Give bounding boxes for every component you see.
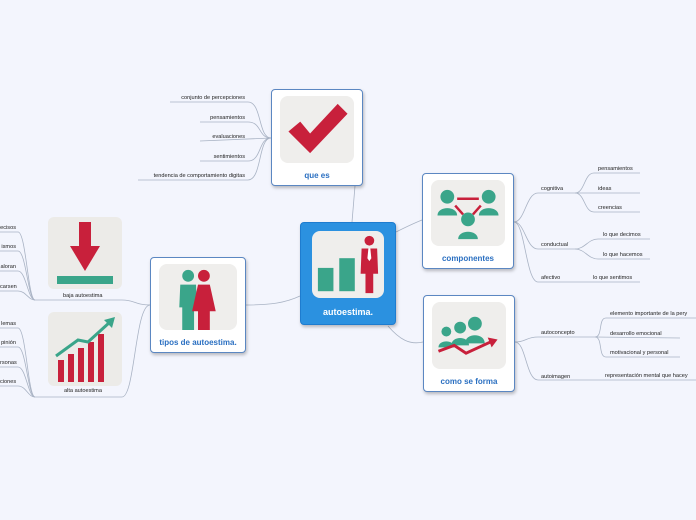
baja-autoestima-leaf: ismos	[1, 244, 16, 250]
componentes-leaf: creencias	[598, 205, 622, 211]
que-es-leaf: pensamientos	[210, 115, 245, 121]
como-se-forma-leaf: elemento importante de la pery	[610, 311, 688, 317]
como-se-forma-leaf: representación mental que hacey	[605, 373, 688, 379]
central-topic-node[interactable]: autoestima.	[300, 222, 396, 325]
red-checkmark-icon	[280, 96, 354, 163]
central-topic-label: autoestima.	[322, 307, 373, 317]
man-woman-icon	[159, 264, 237, 330]
componentes-leaf: pensamientos	[598, 166, 633, 172]
como-se-forma-node[interactable]: como se forma	[423, 295, 515, 392]
componentes-leaf: lo que sentimos	[593, 275, 633, 281]
alta-autoestima-label: alta autoestima	[64, 388, 102, 394]
alta-autoestima-leaf: lemas	[1, 321, 16, 327]
que-es-leaf: sentimientos	[213, 154, 245, 160]
alta-autoestima-leaf: rsonas	[0, 360, 17, 366]
componentes-leaf: ideas	[598, 186, 612, 192]
businessman-chart-icon	[312, 231, 384, 298]
alta-autoestima-leaf: ciones	[0, 379, 17, 385]
down-arrow-icon	[48, 217, 122, 289]
componentes-group-label: conductual	[541, 242, 569, 248]
componentes-leaf: lo que decimos	[603, 232, 641, 238]
como-se-forma-label: como se forma	[440, 377, 498, 386]
componentes-label: componentes	[441, 254, 494, 263]
que-es-label: que es	[304, 171, 330, 180]
como-se-forma-group-label: autoimagen	[541, 374, 571, 380]
team-network-icon	[431, 180, 505, 246]
growth-team-icon	[432, 302, 506, 369]
que-es-leaf: tendencia de comportamiento digitas	[153, 173, 245, 179]
tipos-label: tipos de autoestima.	[159, 338, 237, 347]
componentes-node[interactable]: componentes	[422, 173, 514, 269]
componentes-group-label: cognitiva	[541, 186, 564, 192]
que-es-node[interactable]: que es	[271, 89, 363, 186]
que-es-leaf: evaluaciones	[212, 134, 245, 140]
como-se-forma-leaf: motivacional y personal	[610, 350, 669, 356]
baja-autoestima-leaf: aloran	[0, 264, 16, 270]
que-es-leaf: conjunto de percepciones	[181, 95, 245, 101]
baja-autoestima-leaf: carsen	[0, 284, 17, 290]
tipos-node[interactable]: tipos de autoestima.	[150, 257, 246, 353]
como-se-forma-leaf: desarrollo emocional	[610, 331, 662, 337]
alta-autoestima-leaf: pinión	[1, 340, 16, 346]
baja-autoestima-label: baja autoestima	[63, 293, 103, 299]
componentes-group-label: afectivo	[541, 275, 561, 281]
baja-autoestima-leaf: ecisos	[0, 225, 16, 231]
como-se-forma-group-label: autoconcepto	[541, 330, 575, 336]
componentes-leaf: lo que hacemos	[603, 252, 643, 258]
growth-chart-icon	[48, 312, 122, 386]
